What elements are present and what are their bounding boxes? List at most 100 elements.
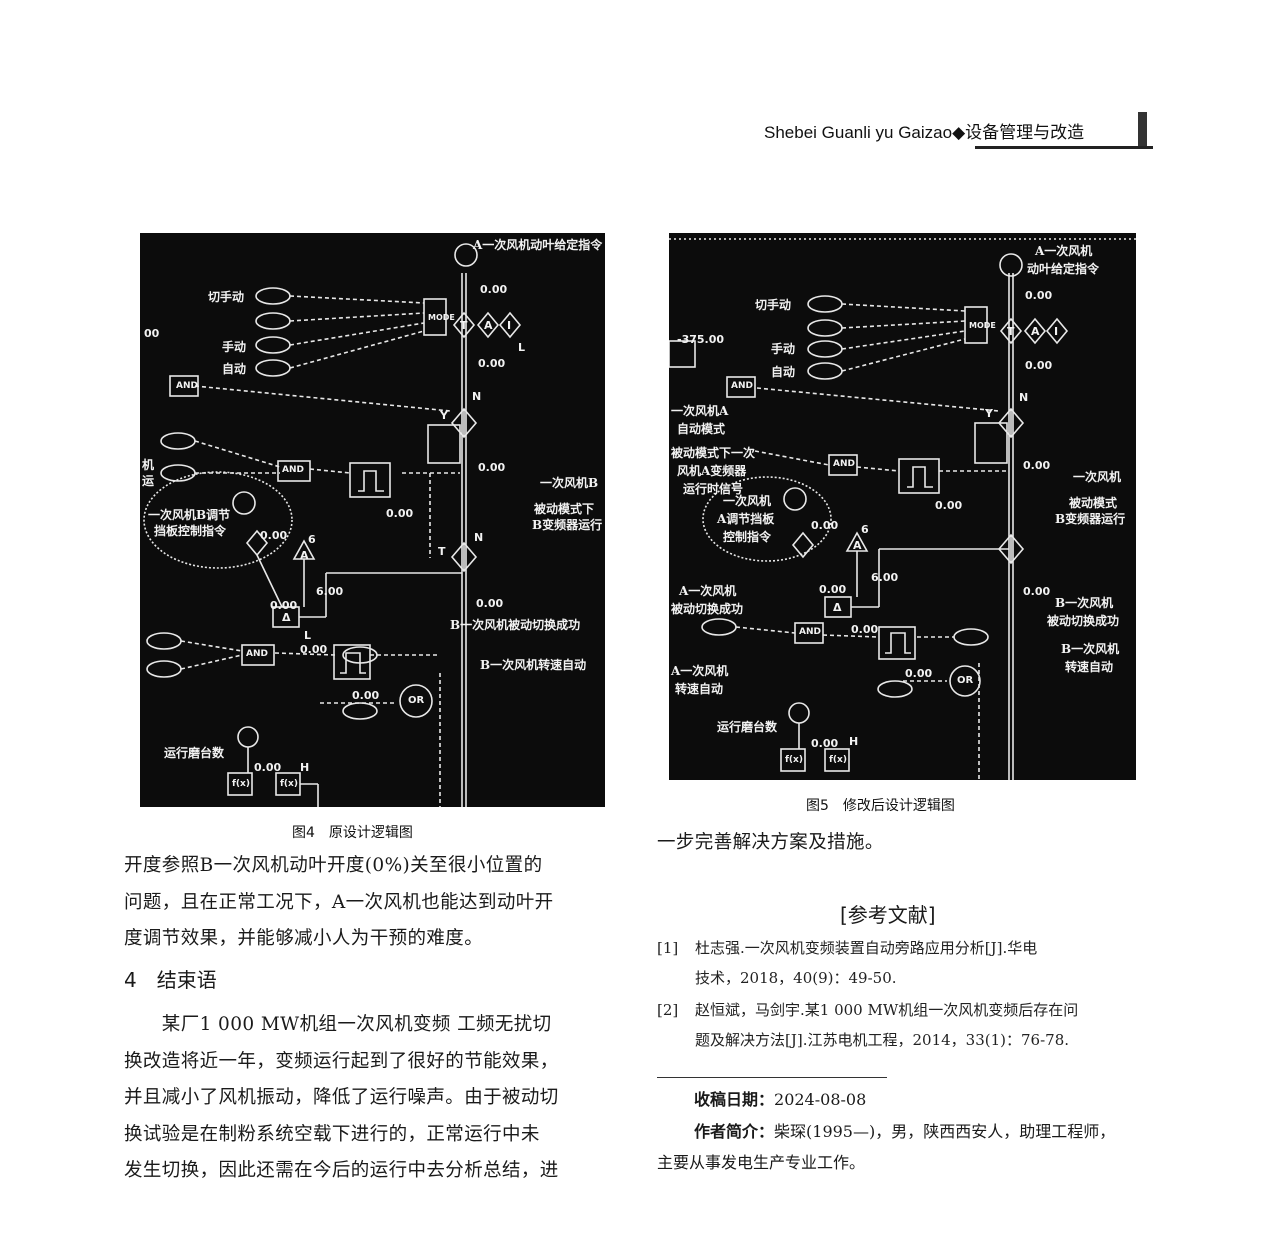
label-b-fan: 一次风机B: [540, 476, 599, 490]
label-b-switch-ok: B一次风机被动切换成功: [450, 618, 581, 632]
label-a-auto: 自动模式: [677, 422, 726, 436]
value: 0.00: [811, 519, 839, 532]
label-a-speed: 转速自动: [675, 682, 724, 696]
label-mill-count: 运行磨台数: [164, 746, 225, 760]
label-b-switch: B一次风机: [1055, 596, 1114, 610]
value: 0.00: [1025, 359, 1053, 372]
value: 0.00: [476, 597, 504, 610]
label-top-cmd: A一次风机动叶给定指令: [473, 238, 603, 252]
value: 6: [308, 533, 316, 546]
paragraph-continuation-right: 一步完善解决方案及措施。: [657, 825, 884, 862]
label-qie-shou-dong: 切手动: [208, 290, 245, 304]
figure-4-caption: 图4 原设计逻辑图: [292, 825, 413, 841]
mode-label: MODE: [969, 321, 996, 330]
footnote-rule: [657, 1077, 887, 1078]
text-line: 开度参照B一次风机动叶开度(0%)关至很小位置的: [124, 855, 543, 876]
label-b-passive: B变频器运行: [1055, 512, 1126, 526]
value-left: 00: [144, 327, 160, 340]
figure-5-logic-diagram: A一次风机 动叶给定指令 0.00 切手动 手动 自动 -375.00 MODE…: [669, 233, 1136, 780]
author-bio: 作者简介：柴琛(1995—)，男，陕西西安人，助理工程师，: [694, 1117, 1115, 1147]
paragraph-continuation: 开度参照B一次风机动叶开度(0%)关至很小位置的 问题，且在正常工况下，A一次风…: [124, 848, 554, 958]
value: 0.00: [905, 667, 933, 680]
header-bar: [1138, 112, 1147, 146]
tag-n: N: [472, 390, 482, 403]
author-value: 柴琛(1995—)，男，陕西西安人，助理工程师，: [774, 1122, 1116, 1141]
value: 0.00: [811, 737, 839, 750]
fx-box: f(x): [232, 779, 250, 789]
or-gate: OR: [408, 695, 425, 706]
and-gate: AND: [833, 459, 855, 469]
tag-l: L: [304, 629, 312, 642]
label-a-ctrl: 一次风机: [723, 494, 772, 508]
tag-n: N: [474, 531, 484, 544]
text-line: 某厂1 000 MW机组一次风机变频 工频无扰切: [124, 1014, 552, 1035]
delta: Δ: [833, 601, 842, 614]
label-b-passive: 被动模式: [1069, 496, 1118, 510]
label-passive: 被动模式下一次: [671, 446, 756, 460]
author-bio-cont: 主要从事发电生产专业工作。: [657, 1153, 866, 1172]
text-line: 发生切换，因此还需在今后的运行中去分析总结，进: [124, 1160, 559, 1181]
text-line: 换改造将近一年，变频运行起到了很好的节能效果，: [124, 1050, 559, 1072]
label-a-switch: 被动切换成功: [671, 602, 744, 616]
tri-a: A: [300, 549, 309, 562]
and-gate: AND: [731, 381, 753, 391]
tri-a: A: [853, 539, 862, 552]
value: 0.00: [260, 529, 288, 542]
text-line: 一步完善解决方案及措施。: [657, 832, 884, 853]
label-b-switch: 被动切换成功: [1047, 614, 1120, 628]
value: 0.00: [480, 283, 508, 296]
label-top-cmd: 动叶给定指令: [1027, 262, 1100, 276]
fx-box: f(x): [785, 755, 803, 765]
reference-text: 赵恒斌，马剑宇.某1 000 MW机组一次风机变频后存在问: [695, 1001, 1079, 1019]
label-a-ctrl: 控制指令: [723, 530, 772, 544]
label-b-passive: 被动模式下: [534, 502, 595, 516]
value: 0.00: [851, 623, 879, 636]
tag-t: T: [1007, 325, 1015, 338]
label-b-ctrl: 一次风机B调节: [148, 508, 231, 522]
reference-text: 技术，2018，40(9)：49-50.: [695, 969, 897, 987]
author-label: 作者简介：: [694, 1122, 775, 1141]
tag-t: T: [460, 319, 468, 332]
value: 0.00: [254, 761, 282, 774]
delta: Δ: [282, 611, 291, 624]
mode-label: MODE: [428, 313, 455, 322]
label-b-ctrl: 挡板控制指令: [154, 524, 227, 538]
label-shou-dong: 手动: [222, 340, 247, 354]
label-zi-dong: 自动: [222, 362, 247, 376]
value: 0.00: [1023, 585, 1051, 598]
label-b-speed: B一次风机: [1061, 642, 1120, 656]
references-heading: [参考文献]: [840, 903, 936, 927]
header-rule: [975, 146, 1153, 149]
label-b-speed-auto: B一次风机转速自动: [480, 658, 587, 672]
tag-n: N: [1019, 391, 1029, 404]
tag-y: Y: [985, 407, 993, 420]
figure-4-logic-diagram: A一次风机动叶给定指令 0.00 切手动 手动 自动 00 MODE T A I…: [140, 233, 605, 807]
paragraph-conclusion: 某厂1 000 MW机组一次风机变频 工频无扰切 换改造将近一年，变频运行起到了…: [124, 1007, 559, 1190]
label-a-auto: 一次风机A: [671, 404, 729, 418]
value: 0.00: [1023, 459, 1051, 472]
value: 0.00: [478, 461, 506, 474]
label-mill-count: 运行磨台数: [717, 720, 778, 734]
section-heading: 4 结束语: [124, 968, 217, 992]
label-b-passive: B变频器运行: [532, 518, 603, 532]
text-line: 问题，且在正常工况下，A一次风机也能达到动叶开: [124, 891, 554, 913]
label-passive: 风机A变频器: [677, 464, 747, 478]
label-zi-dong: 自动: [771, 365, 796, 379]
figure-5-caption: 图5 修改后设计逻辑图: [806, 798, 955, 814]
reference-number: [2]: [657, 1001, 679, 1019]
received-date: 收稿日期：2024-08-08: [694, 1085, 866, 1115]
value: 0.00: [300, 643, 328, 656]
tag-h: H: [849, 735, 859, 748]
value: 0.00: [386, 507, 414, 520]
label-top-cmd: A一次风机: [1035, 244, 1093, 258]
value: 6.00: [316, 585, 344, 598]
fx-box: f(x): [280, 779, 298, 789]
label-passive: 运行时信号: [683, 482, 744, 496]
received-label: 收稿日期：: [694, 1090, 775, 1109]
label-left-cut: 运: [142, 474, 155, 488]
value: 0.00: [352, 689, 380, 702]
tag-h: H: [300, 761, 310, 774]
figure-4-wiring: [143, 243, 522, 807]
text-line: 度调节效果，并能够减小人为干预的难度。: [124, 928, 484, 949]
value: 0.00: [270, 599, 298, 612]
